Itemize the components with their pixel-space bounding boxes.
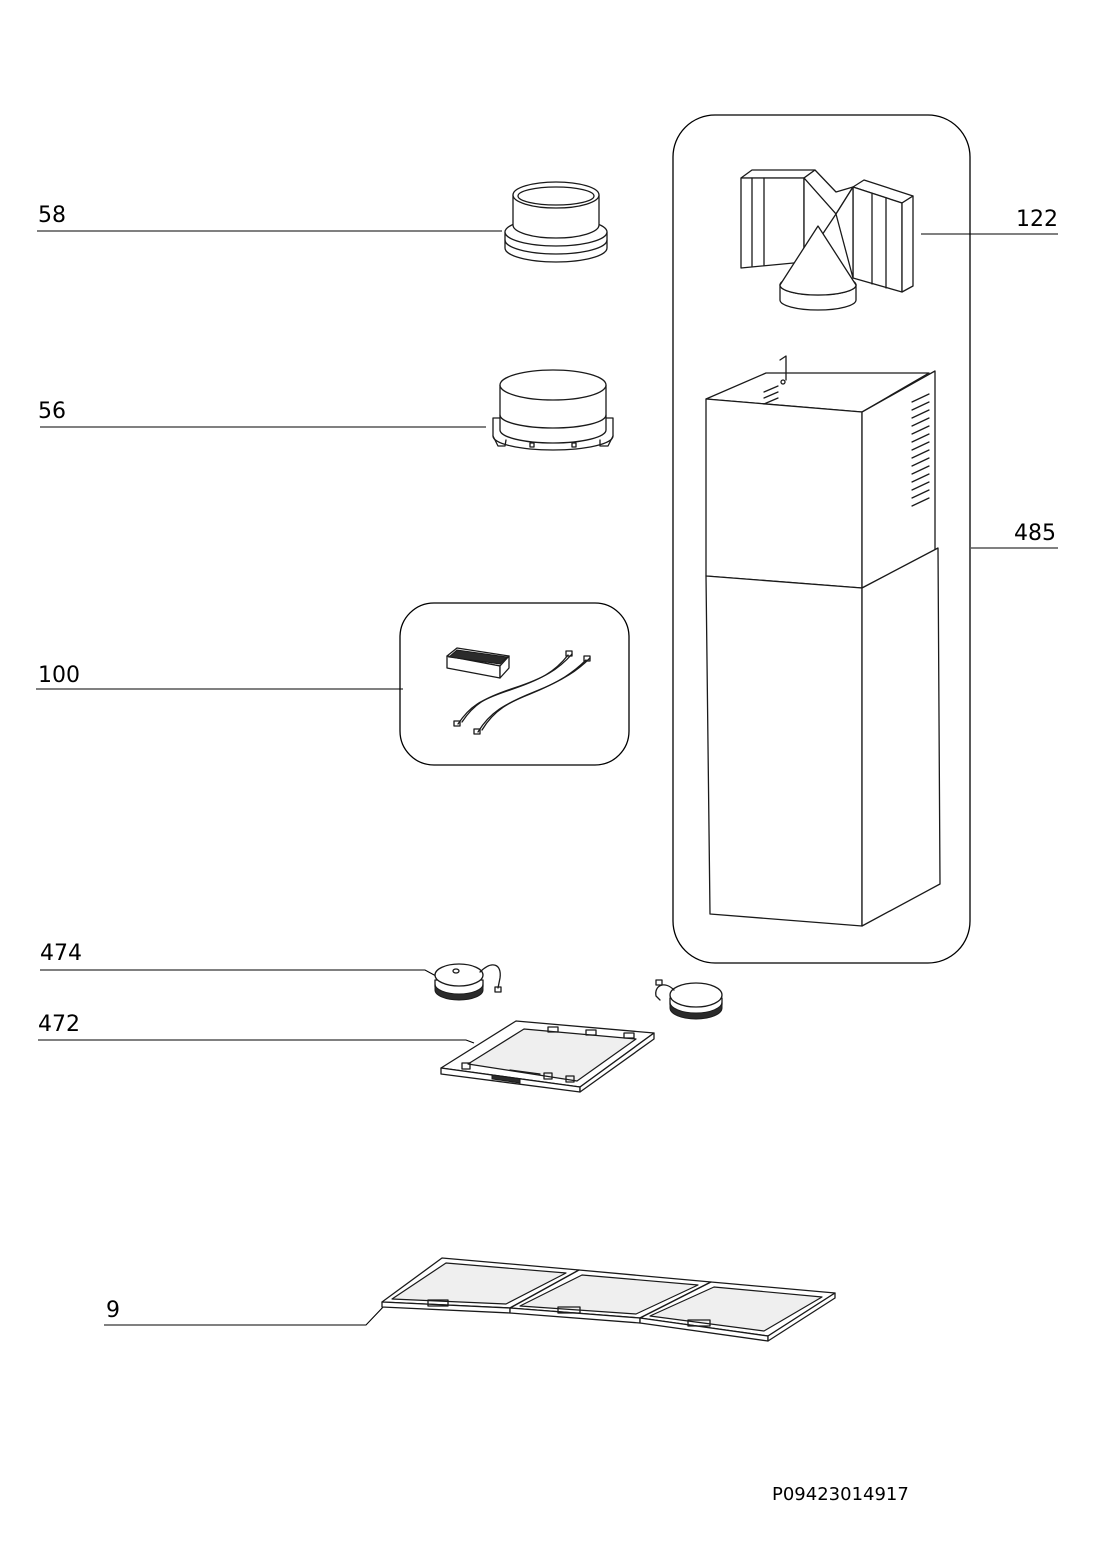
- leader-9: [104, 1303, 387, 1326]
- part-label-56: 56: [38, 399, 66, 424]
- part-label-58: 58: [38, 203, 66, 228]
- part-474-led-lamp: [434, 963, 723, 1020]
- part-485-chimney-cover: [705, 355, 941, 927]
- electrical-kit-group-box: [399, 602, 630, 766]
- part-label-122: 122: [1016, 207, 1058, 232]
- leader-472: [38, 1039, 475, 1044]
- chimney-kit-group-box: [672, 114, 971, 964]
- part-122-duct-connector: [740, 169, 914, 311]
- part-label-485: 485: [1014, 521, 1056, 546]
- part-100-electrical-kit: [446, 647, 591, 735]
- part-label-9: 9: [106, 1298, 120, 1323]
- part-56-motor-collar: [492, 369, 614, 451]
- part-label-474: 474: [40, 941, 82, 966]
- part-9-grease-filters: [381, 1257, 836, 1342]
- part-58-duct-adaptor: [504, 181, 608, 263]
- leader-lines: [36, 230, 1058, 1326]
- part-label-472: 472: [38, 1012, 80, 1037]
- drawing-code: P09423014917: [772, 1484, 909, 1505]
- leader-474: [40, 969, 437, 977]
- part-472-light-frame: [440, 1020, 655, 1093]
- chimney-vent-slots: [763, 385, 930, 507]
- part-label-100: 100: [38, 663, 80, 688]
